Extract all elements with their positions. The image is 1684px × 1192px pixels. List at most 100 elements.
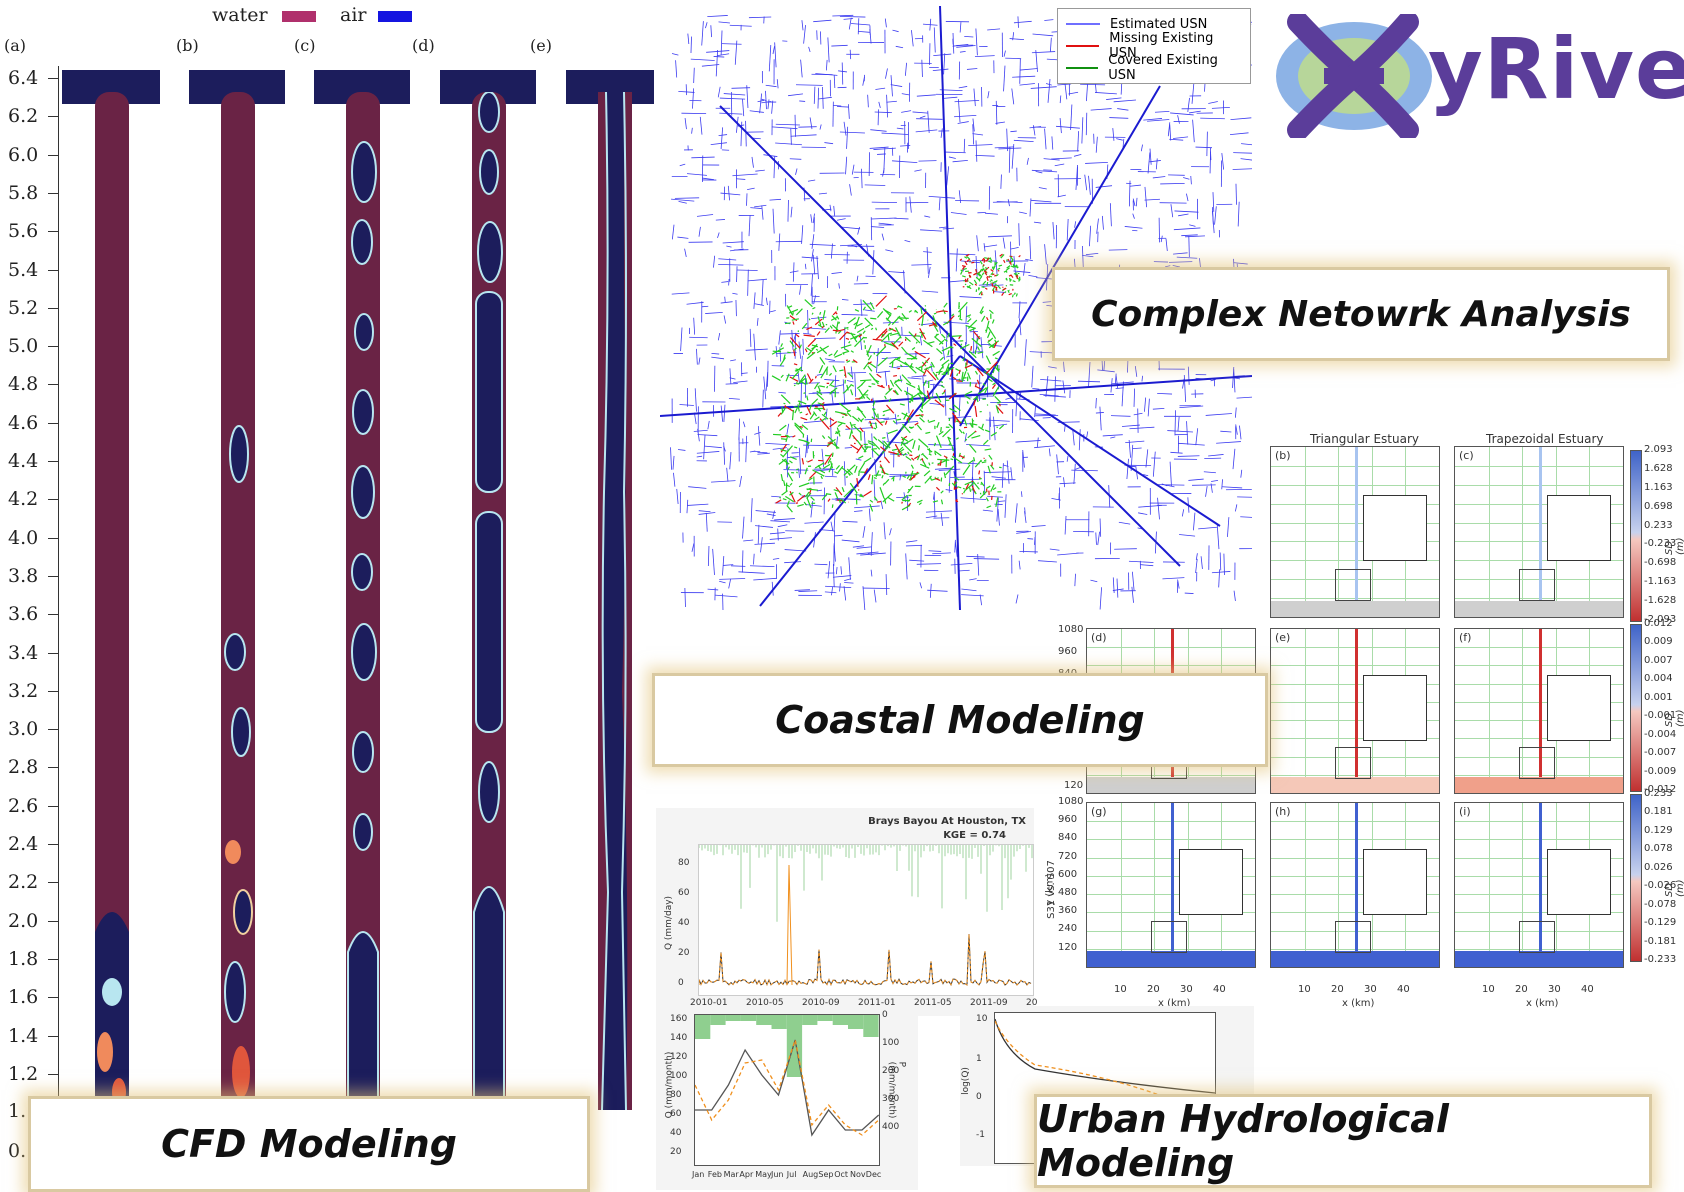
estuary-title-trapezoidal: Trapezoidal Estuary	[1486, 432, 1604, 446]
network-segment	[984, 267, 988, 270]
network-segment	[1174, 210, 1199, 213]
network-segment	[966, 359, 968, 366]
network-segment	[920, 322, 938, 326]
network-segment	[994, 395, 1002, 403]
grid-line-v	[1338, 629, 1340, 793]
network-segment	[821, 404, 825, 411]
network-segment	[994, 250, 998, 275]
network-segment	[864, 317, 874, 327]
network-segment	[947, 332, 950, 338]
network-segment	[967, 318, 972, 323]
y-tick-label: 3.8	[8, 564, 39, 587]
estuary-channel	[1355, 803, 1358, 951]
network-segment	[1240, 158, 1252, 161]
network-segment	[742, 99, 745, 117]
network-segment	[849, 421, 853, 429]
network-segment	[920, 398, 931, 408]
network-segment	[1099, 518, 1102, 537]
network-segment	[780, 343, 784, 347]
y-tick-label: 4.0	[8, 526, 39, 549]
network-segment	[883, 522, 886, 540]
network-segment	[1077, 131, 1079, 152]
network-segment	[889, 474, 915, 477]
estuary-channel	[1171, 803, 1174, 951]
network-segment	[1034, 445, 1055, 449]
hydro-x-tick: 2010-01	[690, 998, 728, 1008]
panel-label-c: (c)	[294, 36, 316, 55]
network-segment	[784, 549, 807, 552]
network-segment	[713, 255, 716, 268]
network-segment	[830, 243, 833, 259]
network-segment	[958, 569, 970, 572]
network-segment	[799, 425, 803, 428]
network-segment	[781, 406, 784, 414]
network-segment	[929, 583, 932, 598]
network-segment	[856, 546, 872, 549]
network-segment	[671, 224, 675, 240]
network-segment	[854, 336, 865, 348]
network-segment	[986, 276, 989, 281]
network-segment	[850, 366, 854, 380]
network-segment	[925, 515, 938, 519]
network-segment	[864, 468, 869, 474]
colorbar-tick: 2.093	[1644, 444, 1673, 455]
network-segment	[856, 406, 867, 419]
network-segment	[976, 367, 984, 377]
network-segment	[917, 392, 924, 402]
network-segment	[919, 458, 923, 461]
estuary-x-tick: 20	[1331, 984, 1344, 995]
network-segment	[736, 269, 758, 271]
network-segment	[990, 373, 993, 376]
network-segment	[943, 302, 948, 308]
network-segment	[821, 413, 829, 420]
network-segment	[891, 342, 899, 350]
cfd-modeling-title: CFD Modeling	[161, 1122, 457, 1166]
network-segment	[785, 434, 791, 438]
precip-month-bar	[863, 1015, 879, 1037]
network-segment	[780, 453, 784, 458]
network-segment	[814, 416, 820, 421]
network-segment	[928, 419, 936, 424]
network-segment	[805, 413, 809, 416]
network-segment	[822, 310, 826, 320]
network-segment	[917, 445, 920, 451]
network-segment	[885, 68, 888, 79]
network-segment	[717, 232, 720, 238]
network-segment	[676, 488, 679, 505]
legend-missing-usn: Missing Existing USN	[1058, 31, 1250, 61]
legend-missing-line	[1066, 45, 1100, 47]
colorbar-tick: -1.163	[1644, 576, 1677, 588]
network-segment	[891, 448, 898, 451]
network-segment	[958, 428, 963, 434]
network-segment	[803, 334, 815, 337]
network-segment	[673, 472, 676, 487]
network-segment	[677, 236, 689, 239]
network-segment	[994, 146, 1015, 149]
network-segment	[988, 342, 994, 348]
network-segment	[761, 205, 764, 220]
network-segment	[801, 424, 809, 431]
network-segment	[895, 418, 902, 421]
network-segment	[993, 291, 1006, 293]
network-segment	[801, 458, 805, 465]
network-analysis-title: Complex Netowrk Analysis	[1091, 293, 1631, 335]
cfd-column-e	[598, 92, 632, 1110]
network-segment	[916, 118, 943, 120]
network-segment	[718, 21, 730, 24]
network-segment	[750, 498, 753, 523]
network-segment	[1004, 291, 1007, 294]
network-segment	[906, 474, 910, 480]
estuary-xlabel: x (km)	[1342, 998, 1375, 1009]
network-segment	[772, 558, 780, 560]
network-segment	[870, 226, 885, 228]
network-segment	[1085, 112, 1088, 136]
network-segment	[841, 539, 860, 543]
network-segment	[880, 421, 885, 424]
network-segment	[934, 452, 937, 456]
grid-line-v	[1304, 629, 1306, 793]
network-segment	[847, 372, 867, 374]
network-segment	[967, 372, 971, 380]
network-segment	[982, 509, 993, 512]
network-segment	[895, 383, 903, 392]
network-segment	[1179, 534, 1196, 537]
